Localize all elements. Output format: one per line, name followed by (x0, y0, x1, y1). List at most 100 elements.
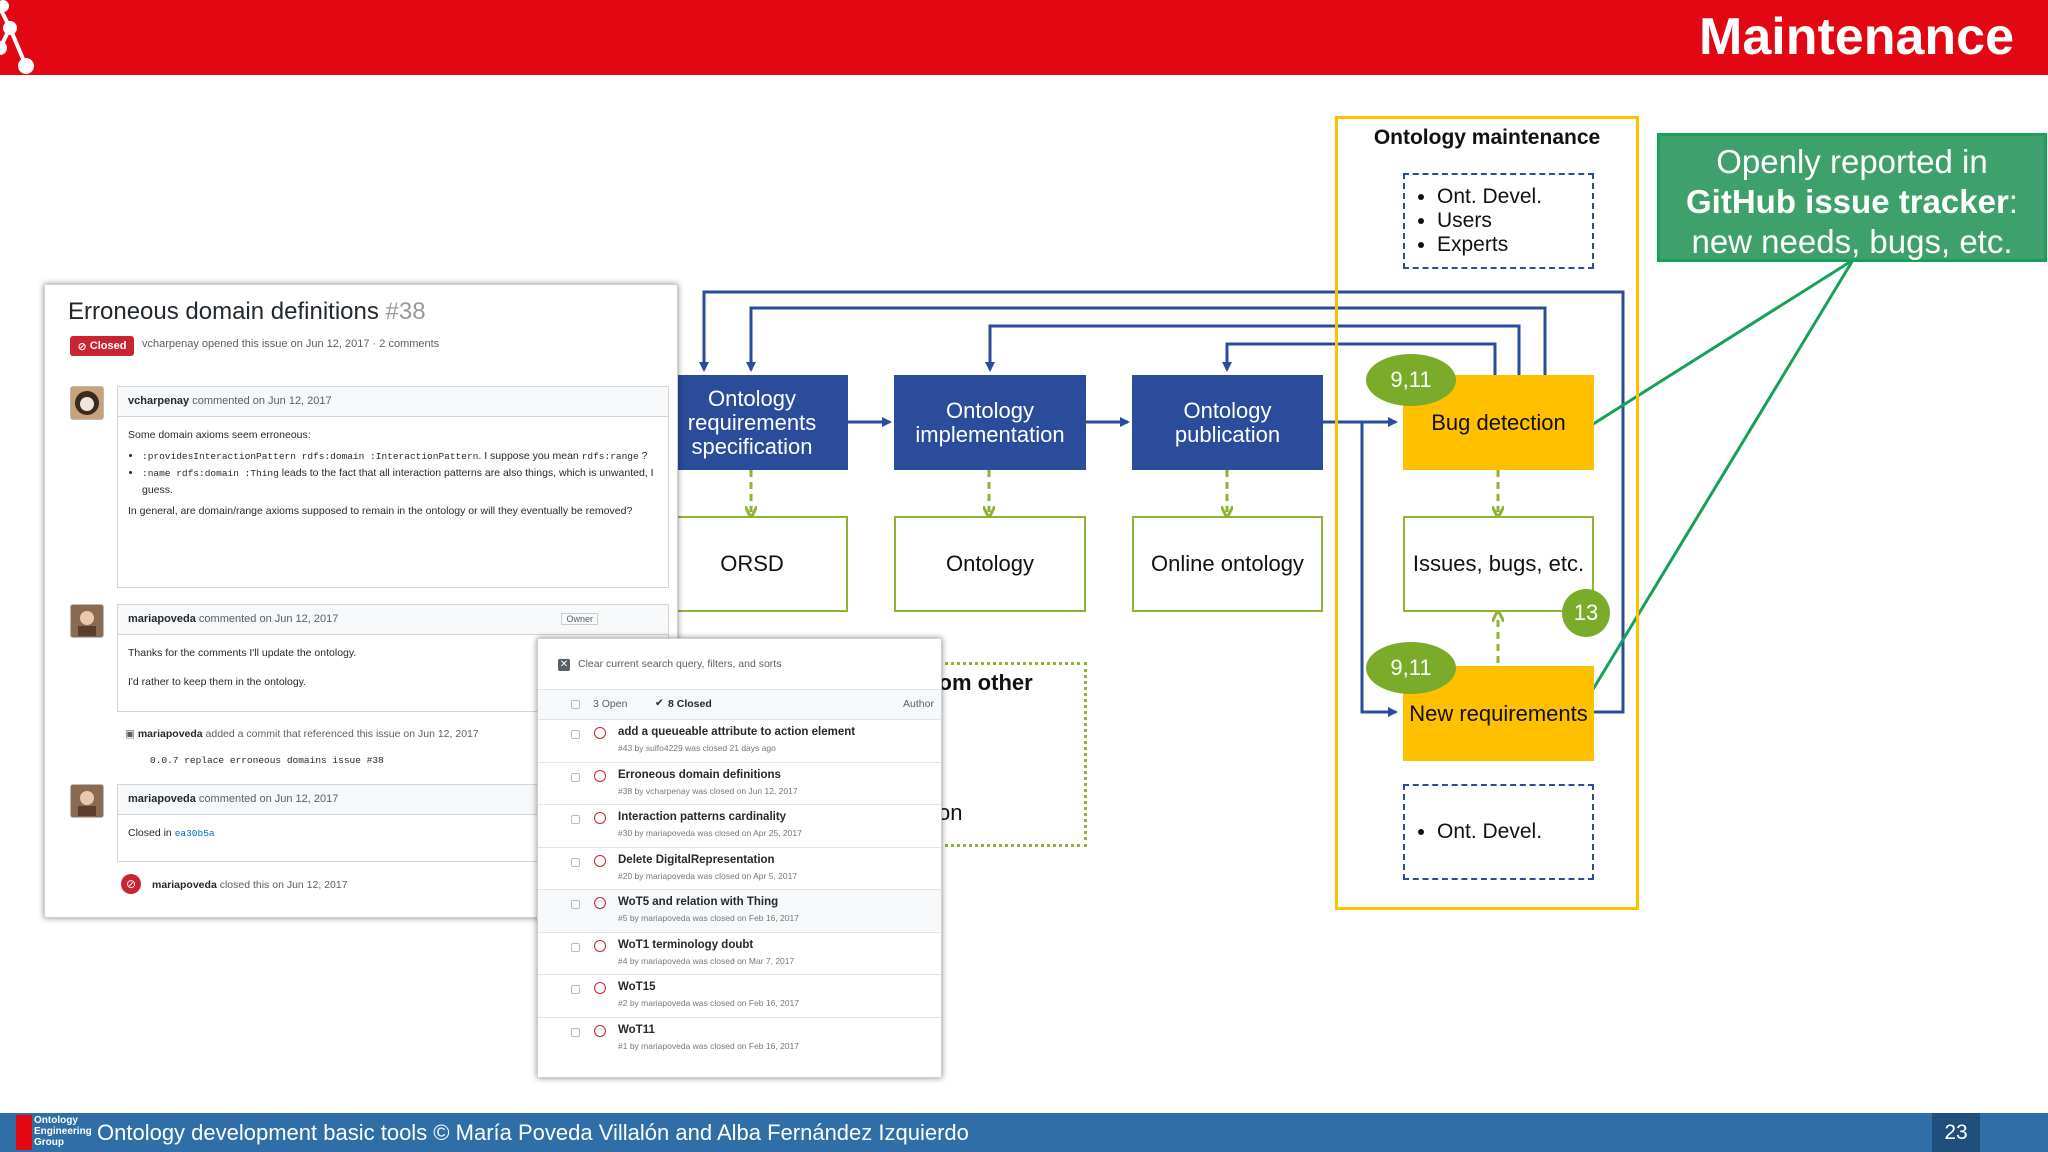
comment-body: Some domain axioms seem erroneous: :prov… (118, 417, 668, 530)
logo-line: Group (34, 1137, 64, 1148)
process-bug-detection: Bug detection (1403, 375, 1594, 470)
issue-list-item[interactable]: Erroneous domain definitions#38 by vchar… (538, 761, 941, 804)
closed-state-label: Closed (89, 340, 127, 352)
checkbox-icon[interactable] (571, 942, 580, 952)
slide-title: Maintenance (1699, 8, 2014, 66)
actor-item: Experts (1437, 233, 1592, 257)
closed-count[interactable]: 8 Closed (668, 698, 712, 710)
loop-outer (699, 290, 1625, 714)
output-issues: Issues, bugs, etc. (1403, 516, 1594, 612)
issue-list-meta: #4 by mariapoveda was closed on Mar 7, 2… (618, 955, 795, 966)
comment-author[interactable]: mariapoveda (128, 793, 196, 805)
comment-date: commented on Jun 12, 2017 (195, 613, 339, 625)
commit-hash-link[interactable]: ea30b5a (174, 828, 215, 839)
closed-by-user[interactable]: mariapoveda (152, 879, 217, 891)
comment-text: I'd rather to keep them in the ontology. (128, 676, 307, 688)
commit-author[interactable]: mariapoveda (137, 728, 203, 740)
callout-line-3: new needs, bugs, etc. (1691, 223, 2013, 260)
issue-title: Erroneous domain definitions #38 (68, 298, 426, 326)
commit-event: ▣ mariapoveda added a commit that refere… (125, 728, 479, 740)
code-snippet: :name rdfs:domain :Thing (142, 468, 279, 479)
closed-issue-icon (594, 1024, 606, 1037)
logo-line: Ontology (34, 1115, 78, 1126)
comment-text: Closed in (128, 827, 175, 839)
issue-closed-circle-icon: ⊘ (121, 874, 141, 894)
closed-issue-icon (594, 812, 606, 824)
closed-issue-icon (594, 769, 606, 782)
closed-issue-icon (594, 939, 606, 952)
maintenance-title: Ontology maintenance (1373, 126, 1601, 149)
issue-list-item[interactable]: Delete DigitalRepresentation#20 by maria… (538, 846, 941, 889)
oeg-logo: Ontology Engineering Group (16, 1113, 92, 1152)
output-orsd: ORSD (656, 516, 848, 612)
process-publication: Ontology publication (1132, 375, 1323, 470)
checkbox-icon[interactable] (571, 900, 580, 909)
loop-3 (985, 324, 1521, 375)
code-snippet: :providesInteractionPattern rdfs:domain … (142, 451, 479, 462)
checkbox-icon[interactable] (571, 857, 580, 867)
callout-colon: : (2008, 183, 2018, 220)
issue-list-title[interactable]: WoT11 (618, 1023, 655, 1036)
commit-message[interactable]: 0.0.7 replace erroneous domains issue #3… (150, 755, 384, 766)
avatar (70, 784, 104, 818)
output-online-ontology: Online ontology (1132, 516, 1323, 612)
comment-text: In general, are domain/range axioms supp… (128, 505, 633, 517)
logo-line: Engineering (34, 1126, 92, 1137)
checkbox-icon[interactable] (571, 772, 580, 782)
comment-1: vcharpenay commented on Jun 12, 2017 Som… (117, 386, 669, 588)
commit-icon: ▣ (125, 728, 135, 740)
issue-list-item[interactable]: WoT15 #2 by mariapoveda was closed on Feb… (538, 974, 941, 1016)
process-implementation: Ontology implementation (894, 375, 1086, 470)
issue-list-title[interactable]: Erroneous domain definitions (618, 768, 781, 781)
checkbox-icon[interactable] (571, 700, 580, 709)
comment-text: ? (638, 450, 648, 462)
issue-list-item[interactable]: WoT5 and relation with Thing#5 by mariap… (538, 889, 941, 931)
checkbox-icon[interactable] (571, 815, 580, 824)
clear-filter-icon[interactable]: ✕ (558, 659, 570, 671)
logo-text: Ontology Engineering Group (34, 1115, 92, 1148)
issue-list-meta: #1 by mariapoveda was closed on Feb 16, … (618, 1040, 799, 1051)
author-filter[interactable]: Author (903, 698, 934, 710)
checkbox-icon[interactable] (571, 985, 580, 994)
issue-list-title[interactable]: Interaction patterns cardinality (618, 811, 787, 823)
maintenance-actors-box: Ont. Devel. Users Experts (1403, 173, 1594, 269)
issue-title-text: Erroneous domain definitions (68, 298, 379, 325)
issue-list-title[interactable]: add a queueable attribute to action elem… (618, 726, 856, 738)
comment-text: Some domain axioms seem erroneous: (128, 429, 311, 441)
issue-list-title[interactable]: WoT5 and relation with Thing (618, 896, 779, 908)
comment-author[interactable]: mariapoveda (128, 613, 196, 625)
issue-list-meta: #2 by mariapoveda was closed on Feb 16, … (618, 998, 799, 1008)
checkbox-icon[interactable] (571, 1027, 580, 1037)
issue-list-meta: #30 by mariapoveda was closed on Apr 25,… (618, 828, 802, 838)
callout-line-1: Openly reported in (1716, 143, 1988, 180)
comment-author[interactable]: vcharpenay (128, 395, 190, 407)
comment-date: commented on Jun 12, 2017 (189, 395, 332, 407)
closed-issue-icon: ⊘ (77, 340, 87, 353)
process-requirements: Ontology requirements specification (656, 375, 848, 470)
issue-list-item[interactable]: add a queueable attribute to action elem… (538, 719, 941, 761)
checkbox-icon[interactable] (571, 730, 580, 739)
comment-text: leads to the fact that all interaction p… (142, 467, 654, 496)
issue-list-title[interactable]: WoT1 terminology doubt (618, 938, 754, 951)
clear-filters-link[interactable]: Clear current search query, filters, and… (578, 658, 782, 670)
open-count[interactable]: 3 Open (593, 698, 628, 710)
comment-header: vcharpenay commented on Jun 12, 2017 (118, 387, 668, 417)
actor-item: Ont. Devel. (1437, 185, 1592, 209)
issue-list-title[interactable]: Delete DigitalRepresentation (618, 853, 775, 866)
actor-item: Users (1437, 209, 1592, 233)
owner-label: Owner (561, 613, 598, 625)
maintenance-frame (1335, 116, 1639, 910)
closed-issue-icon (594, 982, 606, 994)
issue-list-item[interactable]: WoT11 #1 by mariapoveda was closed on Feb… (538, 1016, 941, 1059)
comment-body: Thanks for the comments I'll update the … (118, 635, 668, 701)
commit-text: added a commit that referenced this issu… (202, 728, 479, 740)
closed-event-text: closed this on Jun 12, 2017 (216, 879, 348, 891)
issue-list-item[interactable]: Interaction patterns cardinality #30 by m… (538, 804, 941, 846)
issue-number: #38 (385, 298, 426, 325)
callout-bold: GitHub issue tracker (1686, 183, 2009, 220)
issue-list-item[interactable]: WoT1 terminology doubt #4 by mariapoveda … (538, 931, 941, 974)
issue-list-title[interactable]: WoT15 (618, 981, 656, 993)
footer-text: Ontology development basic tools © María… (97, 1120, 969, 1145)
loop-4 (1222, 342, 1497, 375)
